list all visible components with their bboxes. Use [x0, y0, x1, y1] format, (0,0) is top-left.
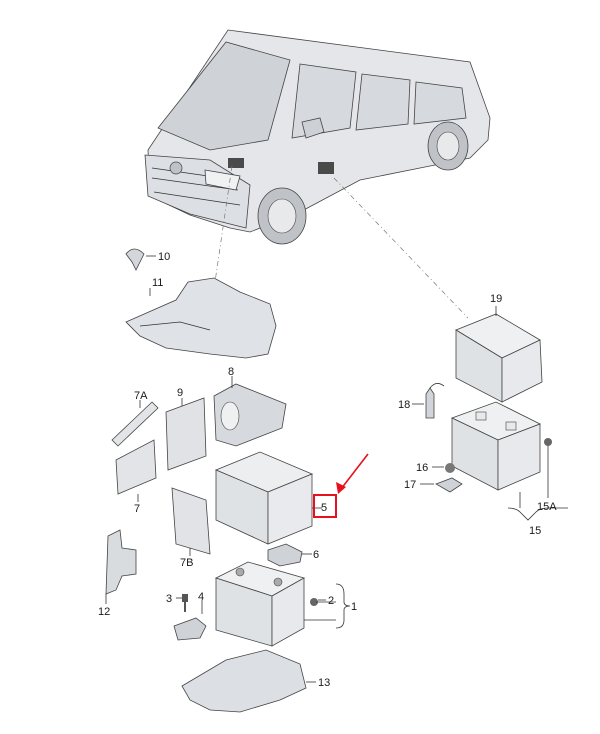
part-13-floor-plate [181, 649, 316, 713]
label-7: 7 [134, 503, 140, 515]
label-10: 10 [158, 251, 170, 263]
location-line-front [214, 165, 233, 283]
part-19-battery-cover [455, 306, 543, 403]
label-1: 1 [351, 601, 357, 613]
part-10-clip [125, 248, 156, 271]
label-8: 8 [228, 366, 234, 378]
label-12: 12 [98, 606, 110, 618]
label-17: 17 [404, 479, 416, 491]
label-13: 13 [318, 677, 330, 689]
part-17-bracket [420, 477, 463, 493]
label-18: 18 [398, 399, 410, 411]
label-19: 19 [490, 293, 502, 305]
part-2-bolt [310, 598, 326, 606]
part-18-sensor [412, 383, 445, 419]
part-15a-bolt [544, 438, 552, 498]
part-9-panel [165, 397, 207, 471]
label-15: 15 [529, 525, 541, 537]
bracket-15 [507, 507, 568, 521]
part-3-bolt [176, 594, 188, 612]
label-7b: 7B [180, 557, 193, 569]
part-15-battery [450, 401, 541, 491]
van-illustration [144, 29, 491, 245]
part-5-insulation-box [214, 451, 322, 545]
label-6: 6 [313, 549, 319, 561]
part-4-clamp [173, 600, 207, 641]
part-6-holder [267, 543, 312, 567]
part-1-battery [214, 561, 306, 647]
part-8-housing [213, 376, 287, 447]
label-2: 2 [328, 595, 334, 607]
label-15a: 15A [537, 501, 557, 513]
label-9: 9 [177, 387, 183, 399]
part-11-cover [125, 277, 277, 359]
bracket-1 [335, 583, 351, 629]
label-4: 4 [198, 591, 204, 603]
part-12-bracket [105, 529, 137, 604]
label-7a: 7A [134, 390, 148, 402]
part-7b-panel [171, 487, 211, 556]
part-16-nut [432, 463, 455, 473]
highlight-arrow-line [340, 453, 369, 490]
part-7a-bracket [111, 400, 159, 447]
highlight-box-5 [313, 494, 337, 518]
label-11: 11 [152, 277, 163, 289]
location-line-rear [333, 177, 469, 319]
part-7-panel [115, 439, 157, 502]
label-3: 3 [166, 593, 172, 605]
label-16: 16 [416, 462, 428, 474]
highlight-arrow-head [336, 482, 346, 494]
label-5: 5 [321, 502, 327, 514]
